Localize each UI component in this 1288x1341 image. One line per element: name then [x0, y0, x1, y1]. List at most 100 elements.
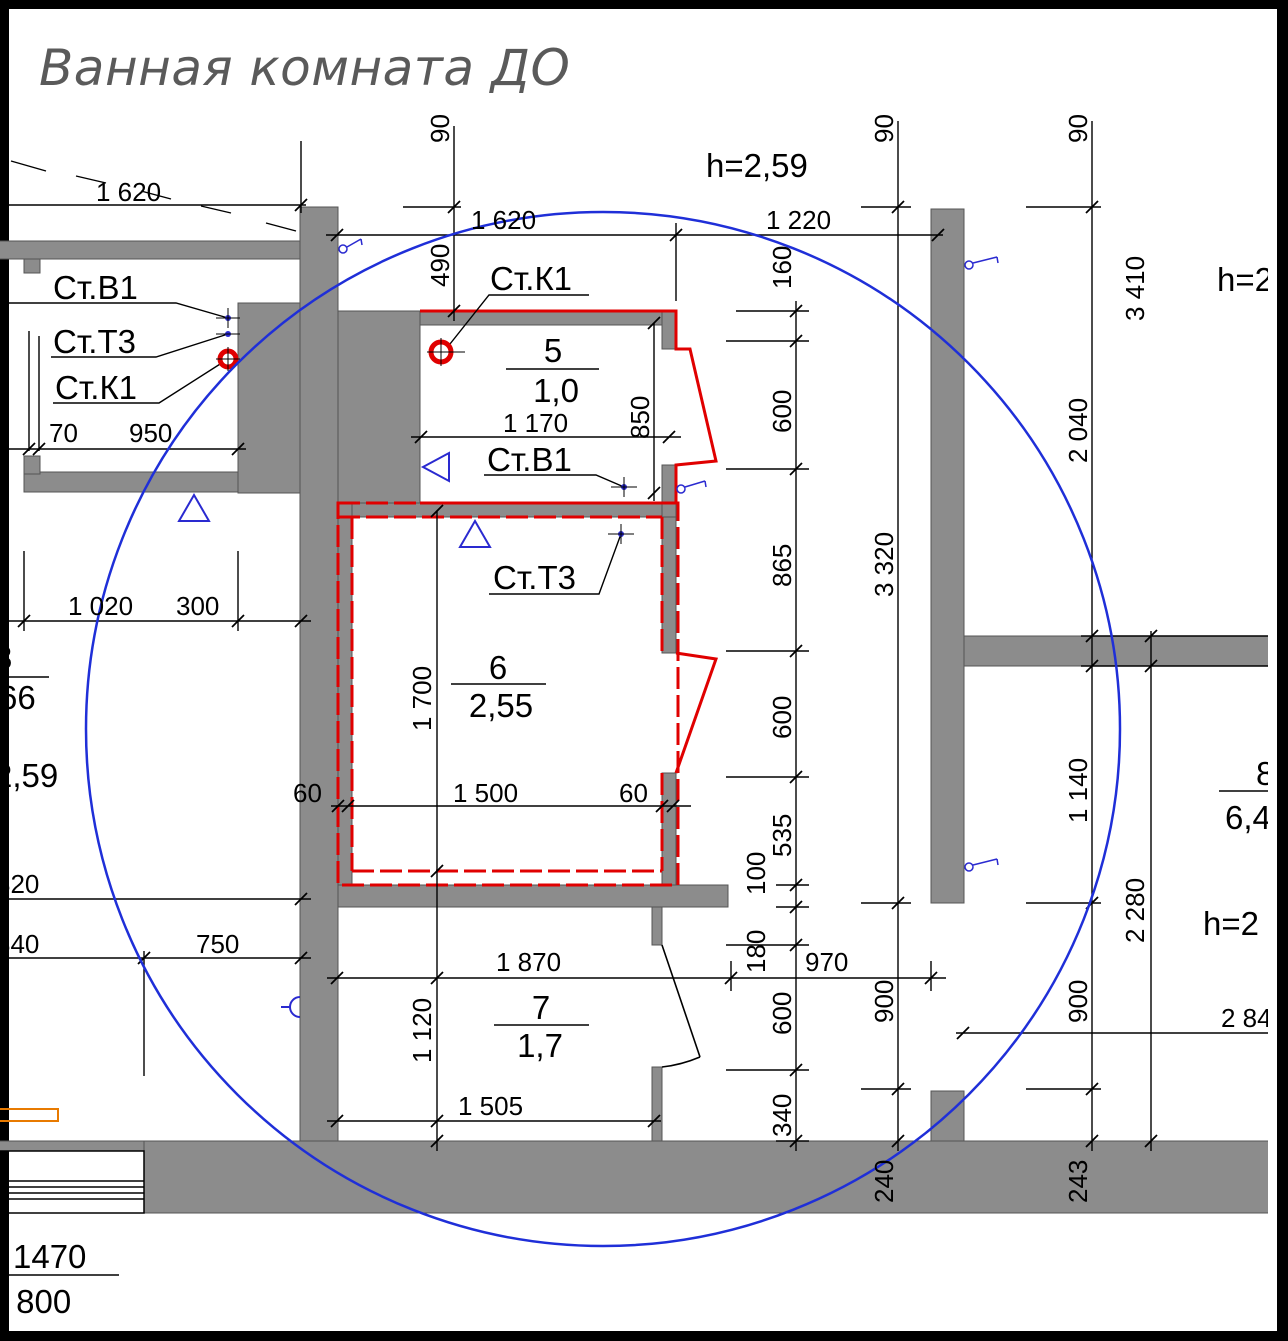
left-room-height: 2,59	[0, 757, 58, 794]
riser-label-left-b1: Ст.В1	[53, 269, 138, 306]
dim-v-3410: 3 410	[1120, 256, 1150, 321]
window-bottom-left	[0, 1150, 145, 1214]
dim-1020: 1 020	[68, 591, 133, 621]
dim-v-850: 850	[625, 396, 655, 439]
bottom-left-sub: - 800	[0, 1283, 71, 1320]
bottom-left-number: 1470	[13, 1238, 86, 1275]
dim-v-340: 340	[767, 1094, 797, 1137]
riser-label-room5-k1: Ст.К1	[490, 260, 572, 297]
plan-text: h=2,59 h=2 h=2 Ст.В1 Ст.Т3 Ст.К1 Ст.К1 С…	[0, 114, 1274, 1320]
room-6-area: 2,55	[469, 687, 533, 724]
dim-v-900-b: 900	[1063, 980, 1093, 1023]
walls	[0, 206, 1268, 1214]
dim-v-600-b: 600	[767, 696, 797, 739]
dim-v-90-c: 90	[1063, 114, 1093, 143]
wall-room7-door-jamb-bottom	[651, 1066, 663, 1142]
dimension-lines	[0, 121, 1268, 1151]
triangle-marker-room5-icon	[420, 451, 450, 483]
room-label-underlines	[0, 368, 1268, 1276]
wall-room5-top	[419, 310, 677, 326]
wall-left-stub	[23, 258, 41, 274]
riser-label-room6-t3: Ст.Т3	[493, 559, 576, 596]
wall-partition-5-6	[337, 502, 679, 518]
drawing-sheet: Ванная комната ДО	[9, 9, 1277, 1331]
wall-right-column-bottom	[930, 1090, 965, 1150]
wall-room6-right-bottom	[661, 772, 677, 886]
wall-room5-right-bottom	[661, 464, 677, 518]
room-6-number: 6	[489, 649, 507, 686]
wall-partition-6-7	[337, 884, 729, 908]
dim-284: 2 84	[1221, 1003, 1272, 1033]
annotation-symbols	[177, 238, 999, 1018]
dim-v-1140: 1 140	[1063, 758, 1093, 823]
dim-v-3320: 3 320	[869, 532, 899, 597]
dim-top-1220: 1 220	[766, 205, 831, 235]
wall-left-top-beam	[0, 240, 307, 260]
dim-v-900-a: 900	[869, 980, 899, 1023]
dim-v-1700: 1 700	[407, 666, 437, 731]
dimension-ticks	[17, 198, 1158, 1148]
triangle-marker-room6-icon	[458, 518, 492, 548]
dim-300: 300	[176, 591, 219, 621]
riser-label-room5-b1: Ст.В1	[487, 441, 572, 478]
wall-shaft-column	[237, 302, 301, 494]
dim-v-600-a: 600	[767, 390, 797, 433]
wall-room6-right-top	[661, 516, 677, 654]
wall-right-column-top	[930, 208, 965, 904]
dim-1170: 1 170	[503, 408, 568, 438]
dim-950: 950	[129, 418, 172, 448]
highlight-circle	[84, 210, 1122, 1248]
room-5-area: 1,0	[533, 372, 579, 409]
dim-970: 970	[805, 947, 848, 977]
left-room-area: 66	[0, 679, 36, 716]
dim-v-243: 243	[1063, 1160, 1093, 1203]
dim-v-2280: 2 280	[1120, 878, 1150, 943]
wall-room7-door-jamb-top	[651, 906, 663, 946]
dim-v-535: 535	[767, 814, 797, 857]
height-right-top: h=2	[1217, 261, 1273, 298]
dim-1505: 1 505	[458, 1091, 523, 1121]
dim-820: 820	[0, 869, 39, 899]
dim-v-490: 490	[425, 244, 455, 287]
dim-v-180: 180	[741, 930, 771, 973]
height-main: h=2,59	[706, 147, 808, 184]
dim-v-865: 865	[767, 544, 797, 587]
triangle-marker-left-icon	[177, 492, 211, 522]
wall-room6-left	[337, 502, 353, 886]
dim-v-1120: 1 120	[407, 998, 437, 1063]
switch-icon	[338, 238, 999, 872]
left-room-number: 3	[0, 639, 12, 676]
riser-leaders	[1, 294, 625, 595]
socket-icon	[289, 996, 301, 1018]
dim-v-100: 100	[741, 852, 771, 895]
wall-bottom-left-window-sill	[0, 1140, 145, 1152]
dim-60-right: 60	[619, 778, 648, 808]
room-8-number: 8	[1256, 755, 1274, 792]
height-right-bottom: h=2	[1203, 905, 1259, 942]
demolish-room6	[336, 501, 680, 887]
dim-top-left-1620: 1 620	[96, 177, 161, 207]
dim-1870: 1 870	[496, 947, 561, 977]
dim-70: 70	[49, 418, 78, 448]
room-8-area: 6,4	[1225, 799, 1271, 836]
dim-v-600-c: 600	[767, 992, 797, 1035]
door-room7	[661, 944, 701, 1068]
demolition-outline	[336, 309, 719, 887]
dim-750: 750	[196, 929, 239, 959]
dim-v-90-b: 90	[869, 114, 899, 143]
dim-60-left: 60	[293, 778, 322, 808]
wall-room5-left-block	[337, 310, 421, 504]
demolish-room6-bulge	[674, 651, 719, 774]
room-7-number: 7	[532, 989, 550, 1026]
room-7-area: 1,7	[517, 1027, 563, 1064]
dim-v-240: 240	[869, 1160, 899, 1203]
demolish-room5	[420, 309, 718, 505]
dim-v-90-a: 90	[425, 114, 455, 143]
dim-v-2040: 2 040	[1063, 398, 1093, 463]
riser-label-left-t3: Ст.Т3	[53, 323, 136, 360]
wall-room5-right-top	[661, 310, 677, 350]
dim-1500: 1 500	[453, 778, 518, 808]
dim-840: 840	[0, 929, 39, 959]
riser-label-left-k1: Ст.К1	[55, 369, 137, 406]
